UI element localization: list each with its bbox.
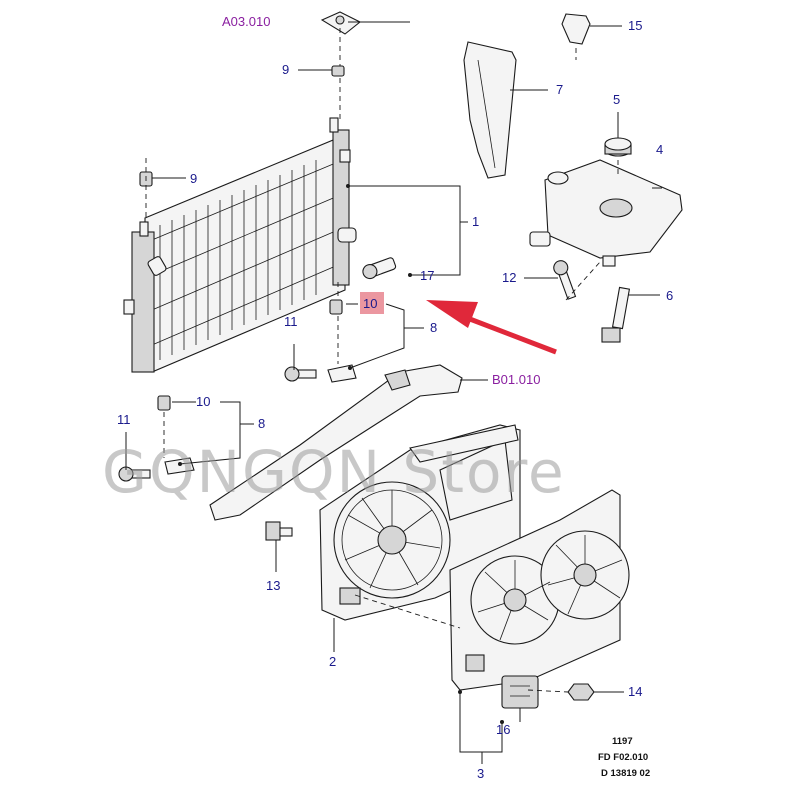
leader-lines: [125, 21, 662, 764]
callout-12: 12: [502, 270, 516, 285]
callout-5: 5: [613, 92, 620, 107]
callout-4: 4: [656, 142, 663, 157]
leader-dots: [178, 184, 504, 724]
callout-9-left: 9: [190, 171, 197, 186]
lower-air-duct: [209, 364, 463, 521]
assembly-lines: [145, 28, 619, 693]
callout-8-upper: 8: [430, 320, 437, 335]
red-arrow: [426, 300, 557, 355]
reference-lower-duct: B01.010: [492, 372, 540, 387]
callout-2: 2: [329, 654, 336, 669]
expansion-tank: [529, 159, 683, 267]
callout-10-upper: 10: [363, 296, 377, 311]
reference-top-bracket: A03.010: [222, 14, 270, 29]
callout-11-upper: 11: [284, 314, 298, 329]
footer-line-3: D 13819 02: [601, 768, 650, 779]
drawing-footer: 1197 FD F02.010 D 13819 02: [598, 736, 650, 779]
callout-8-lower: 8: [258, 416, 265, 431]
callout-7: 7: [556, 82, 563, 97]
hardware: [118, 65, 595, 709]
callout-1: 1: [472, 214, 479, 229]
callout-11-left: 11: [117, 412, 131, 427]
level-sensor: [601, 286, 631, 343]
callout-16: 16: [496, 722, 510, 737]
fan-shroud-dual: [449, 489, 630, 691]
callout-10-lower: 10: [196, 394, 210, 409]
radiator: [123, 117, 357, 373]
air-deflector: [463, 41, 517, 179]
callout-3: 3: [477, 766, 484, 781]
highlight-box: [360, 292, 384, 314]
tank-cap: [604, 137, 632, 157]
clip: [561, 13, 591, 45]
callout-9-upper: 9: [282, 62, 289, 77]
watermark: GQNGQN Store: [102, 438, 566, 506]
callout-17: 17: [420, 268, 434, 283]
callout-14: 14: [628, 684, 642, 699]
callout-15: 15: [628, 18, 642, 33]
callout-6: 6: [666, 288, 673, 303]
footer-line-2: FD F02.010: [598, 752, 648, 763]
callout-labels: 1 2 3 4 5 6 7 8 8 9 9 10 10 11 11 12 13 …: [117, 18, 673, 781]
callout-13: 13: [266, 578, 280, 593]
footer-line-1: 1197: [612, 736, 633, 747]
top-mount-bracket: [320, 11, 362, 35]
